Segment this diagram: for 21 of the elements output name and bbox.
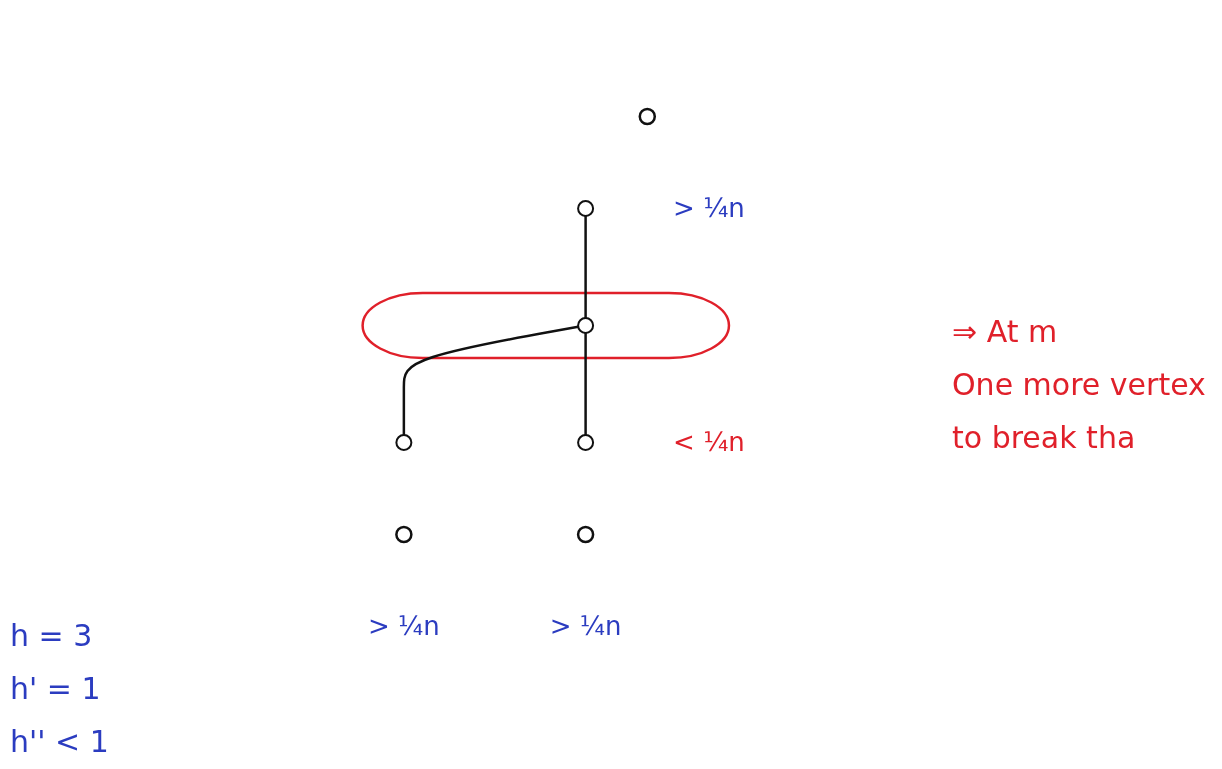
equation-text: h' = 1 <box>10 671 101 706</box>
node-circle <box>576 433 594 451</box>
connector <box>583 332 587 435</box>
equation-text: h'' < 1 <box>10 724 109 759</box>
node-label: > ¼n <box>672 192 745 223</box>
node-circle <box>576 316 594 334</box>
equation-text: h = 3 <box>10 618 93 653</box>
note-text: One more vertex <box>952 367 1206 402</box>
node-circle <box>576 199 594 217</box>
node-circle <box>576 525 594 543</box>
node-label: < ¼n <box>672 426 745 457</box>
node-circle <box>394 525 413 543</box>
connector <box>402 325 578 435</box>
node-label: > ¼n <box>549 610 622 641</box>
note-text: ⇒ At m <box>952 314 1058 349</box>
node-circle <box>638 107 656 125</box>
cluster <box>360 291 730 359</box>
node-label: > ¼n <box>367 610 440 641</box>
connector <box>583 215 587 318</box>
node-circle <box>394 433 412 451</box>
note-text: to break tha <box>952 420 1136 455</box>
